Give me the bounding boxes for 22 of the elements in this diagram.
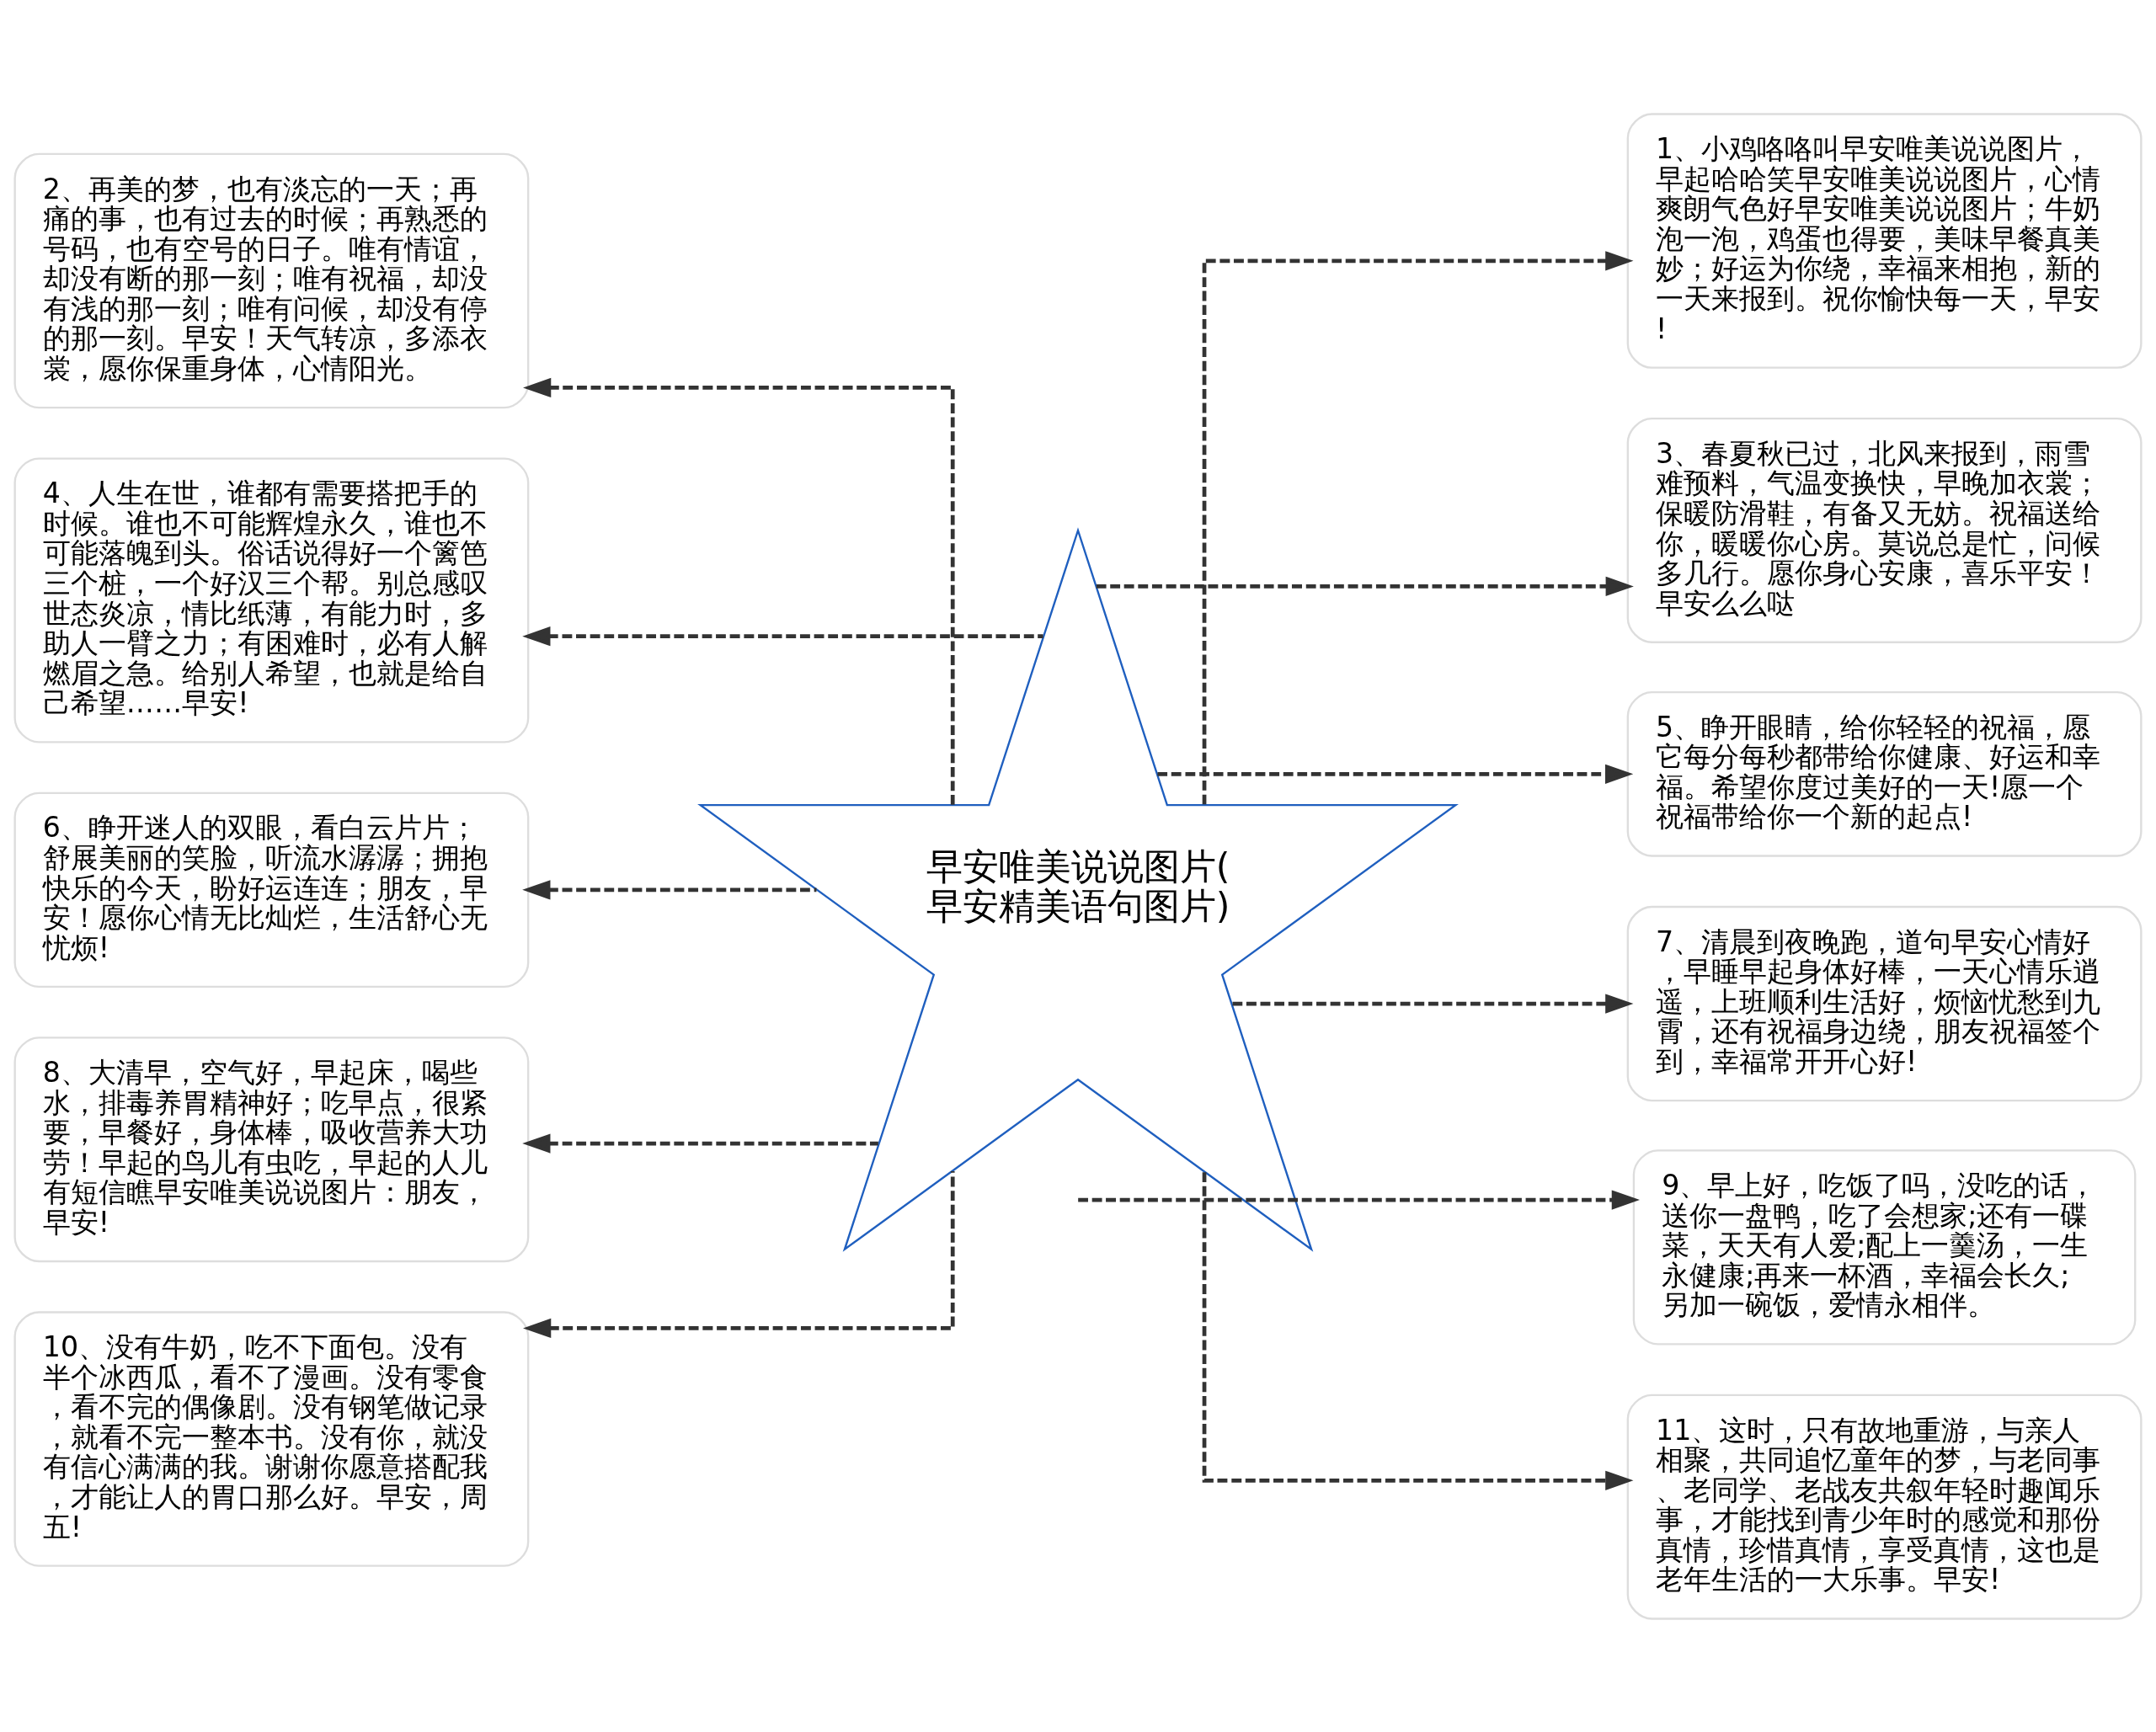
node-box: 2、再美的梦，也有淡忘的一天；再痛的事，也有过去的时候；再熟悉的号码，也有空号的日子。唯有情谊，却没有断的那一刻；唯有祝福，却没有浅的那一刻；唯有问候，却没有停的那一刻。早安！天气转凉，多添衣裳，愿你保重身体，心情阳光。	[13, 152, 530, 408]
node-box: 11、这时，只有故地重游，与亲人相聚，共同追忆童年的梦，与老同事、老同学、老战友共叙年轻时趣闻乐事，才能找到青少年时的感觉和那份真情，珍惜真情，享受真情，这也是老年生活的一大乐事。早安!	[1626, 1394, 2143, 1620]
arrow	[522, 1132, 878, 1154]
node-box: 1、小鸡咯咯叫早安唯美说说图片，早起哈哈笑早安唯美说说图片，心情爽朗气色好早安唯美说说图片；牛奶泡一泡，鸡蛋也得要，美味早餐真美妙；好运为你绕，幸福来相抱，新的一天来报到。祝你愉快每一天，早安!	[1626, 112, 2143, 369]
arrow	[1157, 764, 1634, 784]
node-box: 8、大清早，空气好，早起床，喝些水，排毒养胃精神好；吃早点，很紧要，早餐好，身体棒，吸收营养大功劳！早起的鸟儿有虫吃，早起的人儿有短信瞧早安唯美说说图片：朋友，早安!	[13, 1036, 530, 1262]
node-box: 5、睁开眼睛，给你轻轻的祝福，愿它每分每秒都带给你健康、好运和幸福。希望你度过美好的一天!愿一个祝福带给你一个新的起点!	[1626, 690, 2143, 857]
arrow	[523, 1170, 955, 1338]
arrow	[1232, 993, 1634, 1014]
node-box: 6、睁开迷人的双眼，看白云片片；舒展美丽的笑脸，听流水潺潺；拥抱快乐的今天，盼好运连连；朋友，早安！愿你心情无比灿烂，生活舒心无忧烦!	[13, 791, 530, 988]
arrow	[1202, 250, 1634, 804]
arrow	[522, 879, 817, 899]
node-box: 7、清晨到夜晚跑，道句早安心情好，早睡早起身体好棒，一天心情乐逍遥，上班顺利生活好，烦恼忧愁到九霄，还有祝福身边绕，朋友祝福签个到，幸福常开开心好!	[1626, 905, 2143, 1101]
arrow	[1078, 1189, 1640, 1210]
arrow	[1202, 1171, 1634, 1490]
node-box: 10、没有牛奶，吃不下面包。没有半个冰西瓜，看不了漫画。没有零食，看不完的偶像剧。没有钢笔做记录，就看不完一整本书。没有你，就没有信心满满的我。谢谢你愿意搭配我，才能让人的胃口那么好。早安，周五!	[13, 1310, 530, 1567]
arrow	[522, 626, 1043, 646]
node-box: 9、早上好，吃饭了吗，没吃的话，送你一盘鸭，吃了会想家;还有一碟菜，天天有人爱;配上一羹汤，一生永健康;再来一杯酒，幸福会长久;另加一碗饭，爱情永相伴。	[1632, 1148, 2137, 1346]
node-box: 4、人生在世，谁都有需要搭把手的时候。谁也不可能辉煌永久，谁也不可能落魄到头。俗话说得好一个篱笆三个桩，一个好汉三个帮。别总感叹世态炎凉，情比纸薄，有能力时，多助人一臂之力；有困难时，必有人解燃眉之急。给别人希望，也就是给自己希望……早安!	[13, 456, 530, 743]
arrow	[1096, 576, 1634, 596]
node-box: 3、春夏秋已过，北风来报到，雨雪难预料，气温变换快，早晚加衣裳；保暖防滑鞋，有备又无妨。祝福送给你，暖暖你心房。莫说总是忙，问候多几行。愿你身心安康，喜乐平安！早安么么哒	[1626, 417, 2143, 643]
arrow	[523, 377, 955, 805]
